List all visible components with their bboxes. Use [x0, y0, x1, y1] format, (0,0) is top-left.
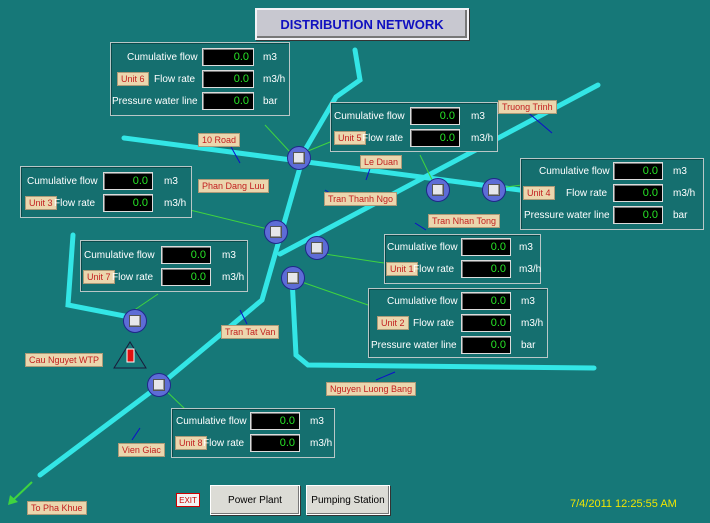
unit6-pressure-value: 0.0 — [202, 92, 254, 110]
unit-m3: m3 — [519, 242, 533, 253]
pressure-label: Pressure water line — [112, 96, 198, 107]
unit8-cumulative-value: 0.0 — [250, 412, 300, 430]
unit5-cumulative-value: 0.0 — [410, 107, 460, 125]
street-label-vien-giac: Vien Giac — [118, 443, 165, 457]
unit2-tag: Unit 2 — [377, 316, 409, 330]
unit3-tag: Unit 3 — [25, 196, 57, 210]
flow-rate-label: Flow rate — [54, 198, 96, 209]
pressure-label: Pressure water line — [524, 210, 610, 221]
street-label-le-duan: Le Duan — [360, 155, 403, 169]
exit-button[interactable]: EXIT — [176, 493, 200, 507]
valve-icon-unit5[interactable] — [426, 178, 450, 202]
unit-bar: bar — [263, 96, 278, 107]
unit3-cumulative-value: 0.0 — [103, 172, 153, 190]
unit8-tag: Unit 8 — [175, 436, 207, 450]
cumulative-flow-label: Cumulative flow — [176, 416, 247, 427]
unit-bar: bar — [673, 210, 688, 221]
unit4-flow-value: 0.0 — [613, 184, 663, 202]
unit3-flow-value: 0.0 — [103, 194, 153, 212]
flow-rate-label: Flow rate — [362, 133, 404, 144]
valve-icon-unit1[interactable] — [305, 236, 329, 260]
street-label-tran-tat-van: Tran Tat Van — [221, 325, 280, 339]
unit-m3: m3 — [263, 52, 277, 63]
pressure-label: Pressure water line — [371, 340, 457, 351]
unit4-cumulative-value: 0.0 — [613, 162, 663, 180]
unit2-flow-value: 0.0 — [461, 314, 511, 332]
power-plant-button[interactable]: Power Plant — [210, 485, 300, 515]
flow-rate-label: Flow rate — [154, 74, 196, 85]
unit-m3h: m3/h — [471, 133, 494, 144]
station-label-cau-nguyet-wtp: Cau Nguyet WTP — [25, 353, 104, 367]
unit6-panel: Cumulative flow 0.0 m3 Unit 6 Flow rate 0.0 m… — [110, 42, 290, 116]
unit6-tag: Unit 6 — [117, 72, 149, 86]
unit1-cumulative-value: 0.0 — [461, 238, 511, 256]
cumulative-flow-label: Cumulative flow — [387, 242, 458, 253]
street-label-phan-dang-luu: Phan Dang Luu — [198, 179, 269, 193]
unit-m3h: m3/h — [310, 438, 333, 449]
unit6-cumulative-value: 0.0 — [202, 48, 254, 66]
unit-m3: m3 — [222, 250, 236, 261]
outflow-arrow-icon — [8, 481, 33, 505]
valve-icon-unit3[interactable] — [264, 220, 288, 244]
street-label-10-road: 10 Road — [198, 133, 241, 147]
valve-icon-unit8[interactable] — [147, 373, 171, 397]
page-title: DISTRIBUTION NETWORK — [255, 8, 469, 40]
unit-m3: m3 — [310, 416, 324, 427]
cumulative-flow-label: Cumulative flow — [539, 166, 610, 177]
street-label-truong-trinh: Truong Trinh — [498, 100, 557, 114]
flow-rate-label: Flow rate — [566, 188, 608, 199]
unit2-cumulative-value: 0.0 — [461, 292, 511, 310]
valve-icon-unit4[interactable] — [482, 178, 506, 202]
unit-m3h: m3/h — [263, 74, 286, 85]
unit5-flow-value: 0.0 — [410, 129, 460, 147]
unit4-pressure-value: 0.0 — [613, 206, 663, 224]
unit1-flow-value: 0.0 — [461, 260, 511, 278]
unit-m3h: m3/h — [521, 318, 544, 329]
unit7-cumulative-value: 0.0 — [161, 246, 211, 264]
unit-m3: m3 — [164, 176, 178, 187]
street-label-to-pha-khue: To Pha Khue — [27, 501, 87, 515]
cumulative-flow-label: Cumulative flow — [127, 52, 198, 63]
flow-rate-label: Flow rate — [413, 264, 455, 275]
pumping-station-button[interactable]: Pumping Station — [306, 485, 390, 515]
unit-m3h: m3/h — [164, 198, 187, 209]
cumulative-flow-label: Cumulative flow — [84, 250, 155, 261]
cumulative-flow-label: Cumulative flow — [27, 176, 98, 187]
unit-bar: bar — [521, 340, 536, 351]
unit1-tag: Unit 1 — [386, 262, 418, 276]
flow-rate-label: Flow rate — [112, 272, 154, 283]
unit7-flow-value: 0.0 — [161, 268, 211, 286]
unit8-flow-value: 0.0 — [250, 434, 300, 452]
street-label-nguyen-luong-bang: Nguyen Luong Bang — [326, 382, 417, 396]
cumulative-flow-label: Cumulative flow — [334, 111, 405, 122]
unit-m3h: m3/h — [222, 272, 245, 283]
unit-m3: m3 — [673, 166, 687, 177]
unit-m3: m3 — [471, 111, 485, 122]
cumulative-flow-label: Cumulative flow — [387, 296, 458, 307]
street-label-tran-nhan-tong: Tran Nhan Tong — [428, 214, 501, 228]
unit6-flow-value: 0.0 — [202, 70, 254, 88]
unit-m3h: m3/h — [519, 264, 542, 275]
datetime-display: 7/4/2011 12:25:55 AM — [570, 498, 677, 510]
unit5-tag: Unit 5 — [334, 131, 366, 145]
unit-m3h: m3/h — [673, 188, 696, 199]
flow-rate-label: Flow rate — [203, 438, 245, 449]
unit-m3: m3 — [521, 296, 535, 307]
valve-icon-unit2[interactable] — [281, 266, 305, 290]
street-label-tran-thanh-ngo: Tran Thanh Ngo — [324, 192, 398, 206]
flow-rate-label: Flow rate — [413, 318, 455, 329]
unit7-tag: Unit 7 — [83, 270, 115, 284]
valve-icon-unit6[interactable] — [287, 146, 311, 170]
valve-icon-unit7[interactable] — [123, 309, 147, 333]
unit4-tag: Unit 4 — [523, 186, 555, 200]
unit2-pressure-value: 0.0 — [461, 336, 511, 354]
